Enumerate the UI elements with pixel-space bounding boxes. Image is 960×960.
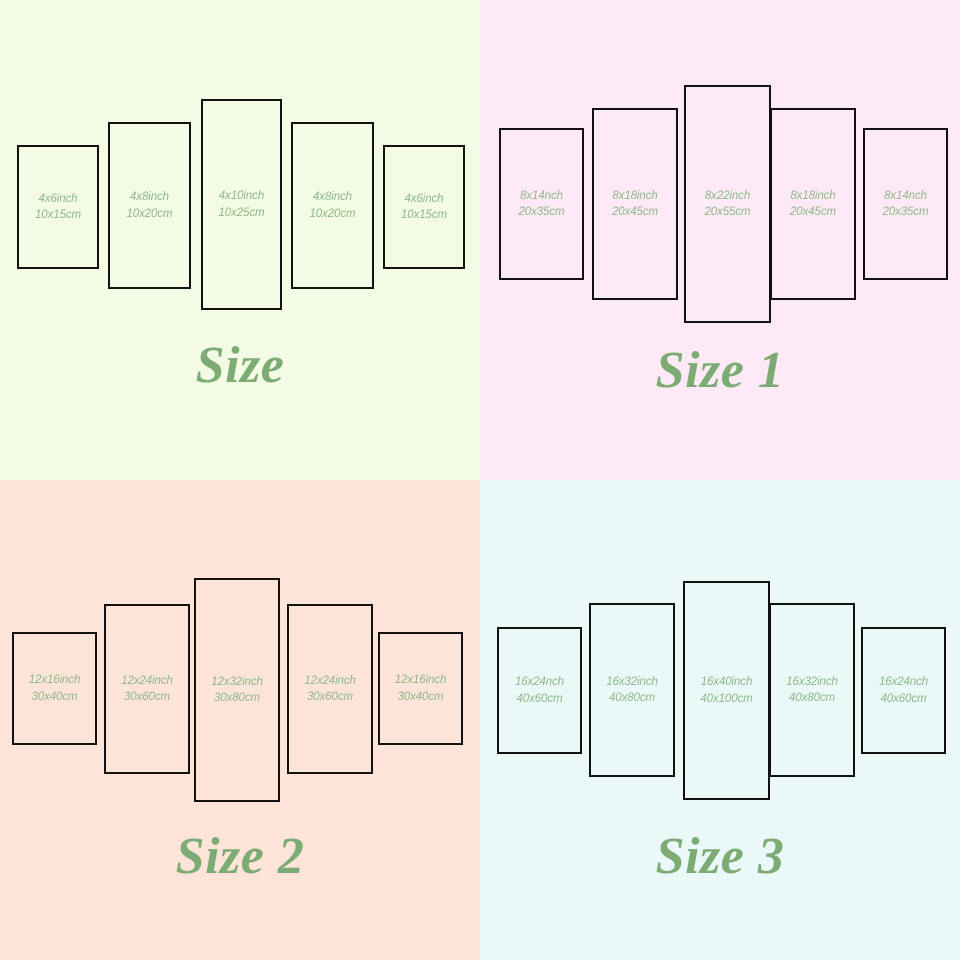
panel-size-inch: 16x32inch: [606, 675, 658, 688]
panel-group-size-2: 12x16inch 30x40cm 12x24inch 30x60cm 12x32inc…: [0, 480, 480, 960]
panel-group-size-1: 8x14nch 20x35cm 8x18inch 20x45cm 8x22inch 20x…: [480, 0, 960, 480]
canvas-panel[interactable]: 16x40inch 40x100cm: [683, 581, 770, 800]
panel-size-inch: 8x14nch: [884, 189, 927, 202]
quadrant-size-1: 8x14nch 20x35cm 8x18inch 20x45cm 8x22inch 20x…: [480, 0, 960, 480]
canvas-panel[interactable]: 8x14nch 20x35cm: [499, 128, 584, 280]
panel-size-label: 12x32inch 30x80cm: [211, 674, 263, 707]
panel-size-label: 4x8inch 10x20cm: [127, 189, 173, 222]
panel-size-label: 4x8inch 10x20cm: [310, 189, 356, 222]
panel-size-cm: 30x40cm: [397, 690, 444, 703]
canvas-panel[interactable]: 12x24inch 30x60cm: [104, 604, 190, 774]
panel-size-inch: 16x24nch: [878, 676, 929, 689]
panel-size-label: 8x18inch 20x45cm: [612, 188, 658, 221]
panel-size-inch: 4x8inch: [130, 191, 169, 204]
panel-size-cm: 30x60cm: [307, 691, 353, 703]
canvas-panel[interactable]: 12x32inch 30x80cm: [194, 578, 280, 802]
panel-size-label: 4x6inch 10x15cm: [401, 191, 447, 224]
canvas-panel[interactable]: 4x8inch 10x20cm: [108, 122, 191, 289]
panel-size-inch: 4x10inch: [218, 190, 265, 203]
panel-group-size: 4x6inch 10x15cm 4x8inch 10x20cm 4x10inch 10x2…: [0, 0, 480, 480]
panel-size-label: 16x32inch 40x80cm: [606, 674, 658, 707]
canvas-panel[interactable]: 4x8inch 10x20cm: [291, 122, 374, 289]
panel-size-label: 4x10inch 10x25cm: [219, 188, 265, 221]
canvas-panel[interactable]: 12x16inch 30x40cm: [12, 632, 97, 745]
panel-size-label: 4x6inch 10x15cm: [35, 191, 81, 224]
panel-size-cm: 20x35cm: [882, 206, 929, 218]
quadrant-size-3: 16x24nch 40x60cm 16x32inch 40x80cm 16x40inch…: [480, 480, 960, 960]
panel-size-cm: 20x35cm: [518, 206, 565, 218]
panel-size-label: 12x16inch 30x40cm: [29, 672, 81, 705]
canvas-panel[interactable]: 8x18inch 20x45cm: [592, 108, 678, 300]
panel-size-inch: 16x40inch: [700, 676, 753, 689]
panel-size-label: 8x18inch 20x45cm: [790, 188, 836, 221]
panel-size-inch: 8x18inch: [612, 189, 658, 202]
panel-size-cm: 40x100cm: [700, 692, 753, 705]
panel-size-inch: 4x6inch: [38, 192, 78, 205]
panel-size-cm: 10x25cm: [218, 206, 265, 219]
panel-size-inch: 12x16inch: [394, 674, 447, 687]
canvas-panel[interactable]: 8x18inch 20x45cm: [770, 108, 856, 300]
panel-size-cm: 20x55cm: [704, 206, 751, 218]
panel-size-label: 16x24nch 40x60cm: [879, 674, 928, 707]
panel-size-cm: 10x15cm: [35, 209, 81, 221]
canvas-panel[interactable]: 16x32inch 40x80cm: [589, 603, 675, 777]
panel-size-inch: 4x6inch: [404, 192, 444, 205]
canvas-panel[interactable]: 16x32inch 40x80cm: [769, 603, 855, 777]
panel-size-inch: 12x24inch: [121, 674, 173, 687]
panel-size-cm: 10x15cm: [401, 209, 447, 221]
panel-size-cm: 30x40cm: [31, 690, 78, 703]
panel-size-inch: 8x18inch: [790, 189, 836, 202]
panel-group-size-3: 16x24nch 40x60cm 16x32inch 40x80cm 16x40inch…: [480, 480, 960, 960]
canvas-panel[interactable]: 4x10inch 10x25cm: [201, 99, 282, 310]
panel-size-inch: 8x14nch: [520, 189, 563, 202]
panel-size-inch: 12x16inch: [28, 674, 81, 687]
panel-size-label: 12x24inch 30x60cm: [304, 673, 356, 706]
quadrant-title-size-3: Size 3: [655, 828, 785, 885]
panel-size-cm: 40x80cm: [609, 692, 655, 704]
panel-size-label: 8x22inch 20x55cm: [705, 188, 751, 221]
panel-size-inch: 12x32inch: [211, 675, 263, 688]
quadrant-title-size: Size: [195, 337, 285, 394]
canvas-panel[interactable]: 8x14nch 20x35cm: [863, 128, 948, 280]
panel-size-inch: 16x32inch: [786, 675, 838, 688]
panel-size-cm: 30x80cm: [214, 692, 260, 704]
panel-size-inch: 4x8inch: [313, 191, 352, 204]
panel-size-cm: 30x60cm: [124, 691, 170, 703]
panel-size-cm: 40x80cm: [789, 692, 835, 704]
panel-size-inch: 12x24inch: [304, 674, 356, 687]
panel-size-label: 16x24nch 40x60cm: [515, 674, 564, 707]
canvas-panel[interactable]: 16x24nch 40x60cm: [861, 627, 946, 754]
panel-size-label: 8x14nch 20x35cm: [883, 188, 929, 221]
quadrant-size: 4x6inch 10x15cm 4x8inch 10x20cm 4x10inch 10x2…: [0, 0, 480, 480]
panel-size-inch: 16x24nch: [514, 676, 565, 689]
canvas-panel[interactable]: 8x22inch 20x55cm: [684, 85, 771, 323]
quadrant-title-size-2: Size 2: [175, 828, 305, 885]
panel-size-label: 16x40inch 40x100cm: [700, 674, 752, 707]
canvas-panel[interactable]: 12x16inch 30x40cm: [378, 632, 463, 745]
panel-size-label: 8x14nch 20x35cm: [519, 188, 565, 221]
panel-size-cm: 10x20cm: [309, 207, 356, 220]
canvas-panel[interactable]: 4x6inch 10x15cm: [383, 145, 465, 269]
panel-size-label: 12x16inch 30x40cm: [395, 672, 447, 705]
panel-size-label: 16x32inch 40x80cm: [786, 674, 838, 707]
canvas-panel[interactable]: 16x24nch 40x60cm: [497, 627, 582, 754]
panel-size-inch: 8x22inch: [704, 189, 751, 202]
canvas-panel[interactable]: 12x24inch 30x60cm: [287, 604, 373, 774]
panel-size-cm: 10x20cm: [126, 207, 173, 220]
canvas-panel[interactable]: 4x6inch 10x15cm: [17, 145, 99, 269]
quadrant-size-2: 12x16inch 30x40cm 12x24inch 30x60cm 12x32inc…: [0, 480, 480, 960]
panel-size-cm: 20x45cm: [612, 206, 658, 218]
panel-size-label: 12x24inch 30x60cm: [121, 673, 173, 706]
quadrant-title-size-1: Size 1: [655, 342, 785, 399]
panel-size-cm: 40x60cm: [516, 692, 563, 705]
panel-size-cm: 20x45cm: [790, 206, 836, 218]
panel-size-cm: 40x60cm: [880, 692, 927, 705]
